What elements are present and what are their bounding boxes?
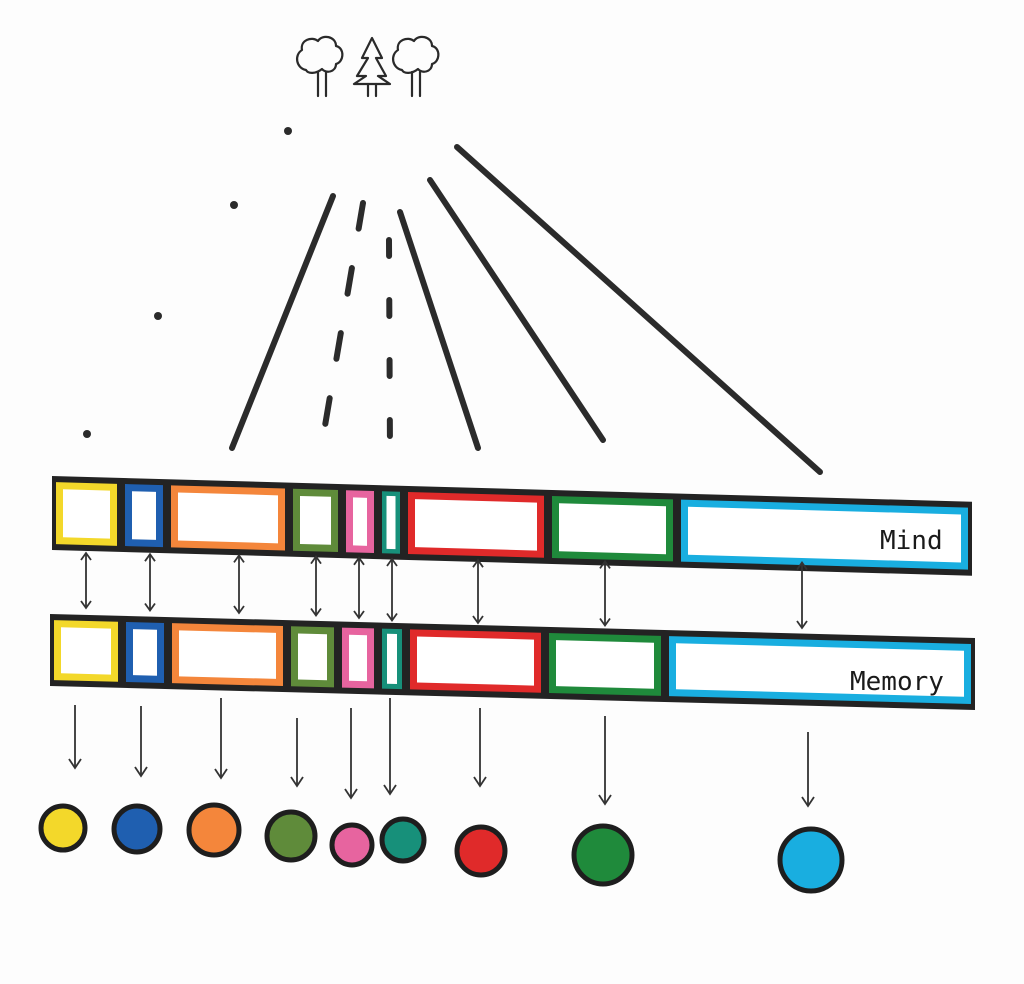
- arrow-head-down: [134, 766, 148, 778]
- arrow-head-up: [80, 551, 92, 561]
- recall-arrows: [68, 698, 815, 808]
- perspective-line: [229, 193, 336, 451]
- dot: [83, 430, 91, 438]
- circle-blue: [111, 803, 163, 855]
- arrow-head-down: [598, 794, 612, 806]
- mind-label: Mind: [880, 526, 943, 556]
- arrow-head-down: [473, 776, 487, 788]
- mind-segment-green-inner: [559, 503, 666, 555]
- memory-label: Memory: [850, 667, 944, 697]
- circle-cyan: [777, 826, 845, 894]
- arrow-head-up: [796, 561, 808, 571]
- dot: [284, 127, 292, 135]
- arrow-head-up: [233, 553, 245, 563]
- memory-segment-teal-inner: [387, 633, 397, 685]
- arrow-head-down: [68, 758, 82, 770]
- mind-segment-red-inner: [415, 499, 537, 551]
- circle-orange: [186, 802, 242, 858]
- perspective-line: [397, 209, 481, 451]
- arrow-head-down: [472, 615, 484, 625]
- circle-yellow: [38, 803, 88, 853]
- arrow-head-up: [353, 556, 365, 566]
- memory-segment-yellow-inner: [61, 627, 111, 675]
- memory-bar: [50, 614, 975, 711]
- mind-segment-blue-inner: [132, 491, 156, 540]
- arrow-head-up: [472, 558, 484, 568]
- memory-segment-olive-green-inner: [298, 633, 327, 681]
- circle-pink: [329, 822, 375, 868]
- perspective-lines: [229, 144, 823, 475]
- arrow-head-down: [599, 617, 611, 628]
- dashed-perspective-line: [317, 200, 366, 458]
- arrow-head-down: [383, 784, 397, 796]
- mind-bar: [52, 476, 972, 576]
- mind-segment-yellow-inner: [63, 489, 110, 539]
- arrow-head-up: [310, 555, 322, 565]
- mind-segment-orange-inner: [178, 492, 278, 544]
- arrow-head-down: [796, 620, 808, 630]
- circle-olive-green: [264, 809, 318, 863]
- arrow-head-down: [386, 612, 398, 623]
- memory-segment-orange-inner: [179, 630, 276, 679]
- arrow-head-down: [80, 600, 92, 610]
- mind-segment-olive-green-inner: [300, 495, 331, 545]
- arrow-head-up: [599, 559, 611, 569]
- tree-icon: [296, 35, 344, 98]
- arrow-head-down: [353, 610, 365, 620]
- mind-segment-pink-inner: [353, 497, 367, 546]
- mind-memory-arrows: [80, 551, 808, 630]
- circle-red: [454, 824, 508, 878]
- arrow-head-down: [344, 788, 358, 800]
- memory-segment-pink-inner: [349, 634, 367, 682]
- pine-tree-icon: [352, 36, 392, 98]
- memory-segment-red-inner: [417, 636, 534, 686]
- memory-segment-green-inner: [556, 640, 654, 689]
- tree-icon: [392, 35, 440, 98]
- arrow-head-down: [214, 768, 228, 780]
- mind-segment-cyan-inner: [688, 506, 961, 563]
- memory-segment-blue-inner: [133, 629, 157, 676]
- dashed-perspective-line: [386, 237, 393, 459]
- arrow-head-down: [290, 776, 304, 788]
- perspective-line: [427, 177, 606, 443]
- memory-circles: [38, 802, 845, 894]
- arrow-head-down: [801, 796, 815, 808]
- arrow-head-up: [386, 557, 398, 567]
- arrow-head-up: [144, 552, 156, 562]
- dot: [154, 312, 162, 320]
- dot: [230, 201, 238, 209]
- trees-group: [296, 35, 440, 98]
- perspective-line: [454, 144, 823, 475]
- dotted-edge: [83, 127, 292, 438]
- mind-segment-teal-inner: [386, 495, 396, 550]
- circle-green: [571, 823, 635, 887]
- memory-segment-cyan-inner: [676, 643, 964, 697]
- arrow-head-down: [144, 602, 156, 613]
- circle-teal: [379, 816, 427, 864]
- arrow-head-down: [310, 607, 322, 618]
- arrow-head-down: [233, 605, 245, 615]
